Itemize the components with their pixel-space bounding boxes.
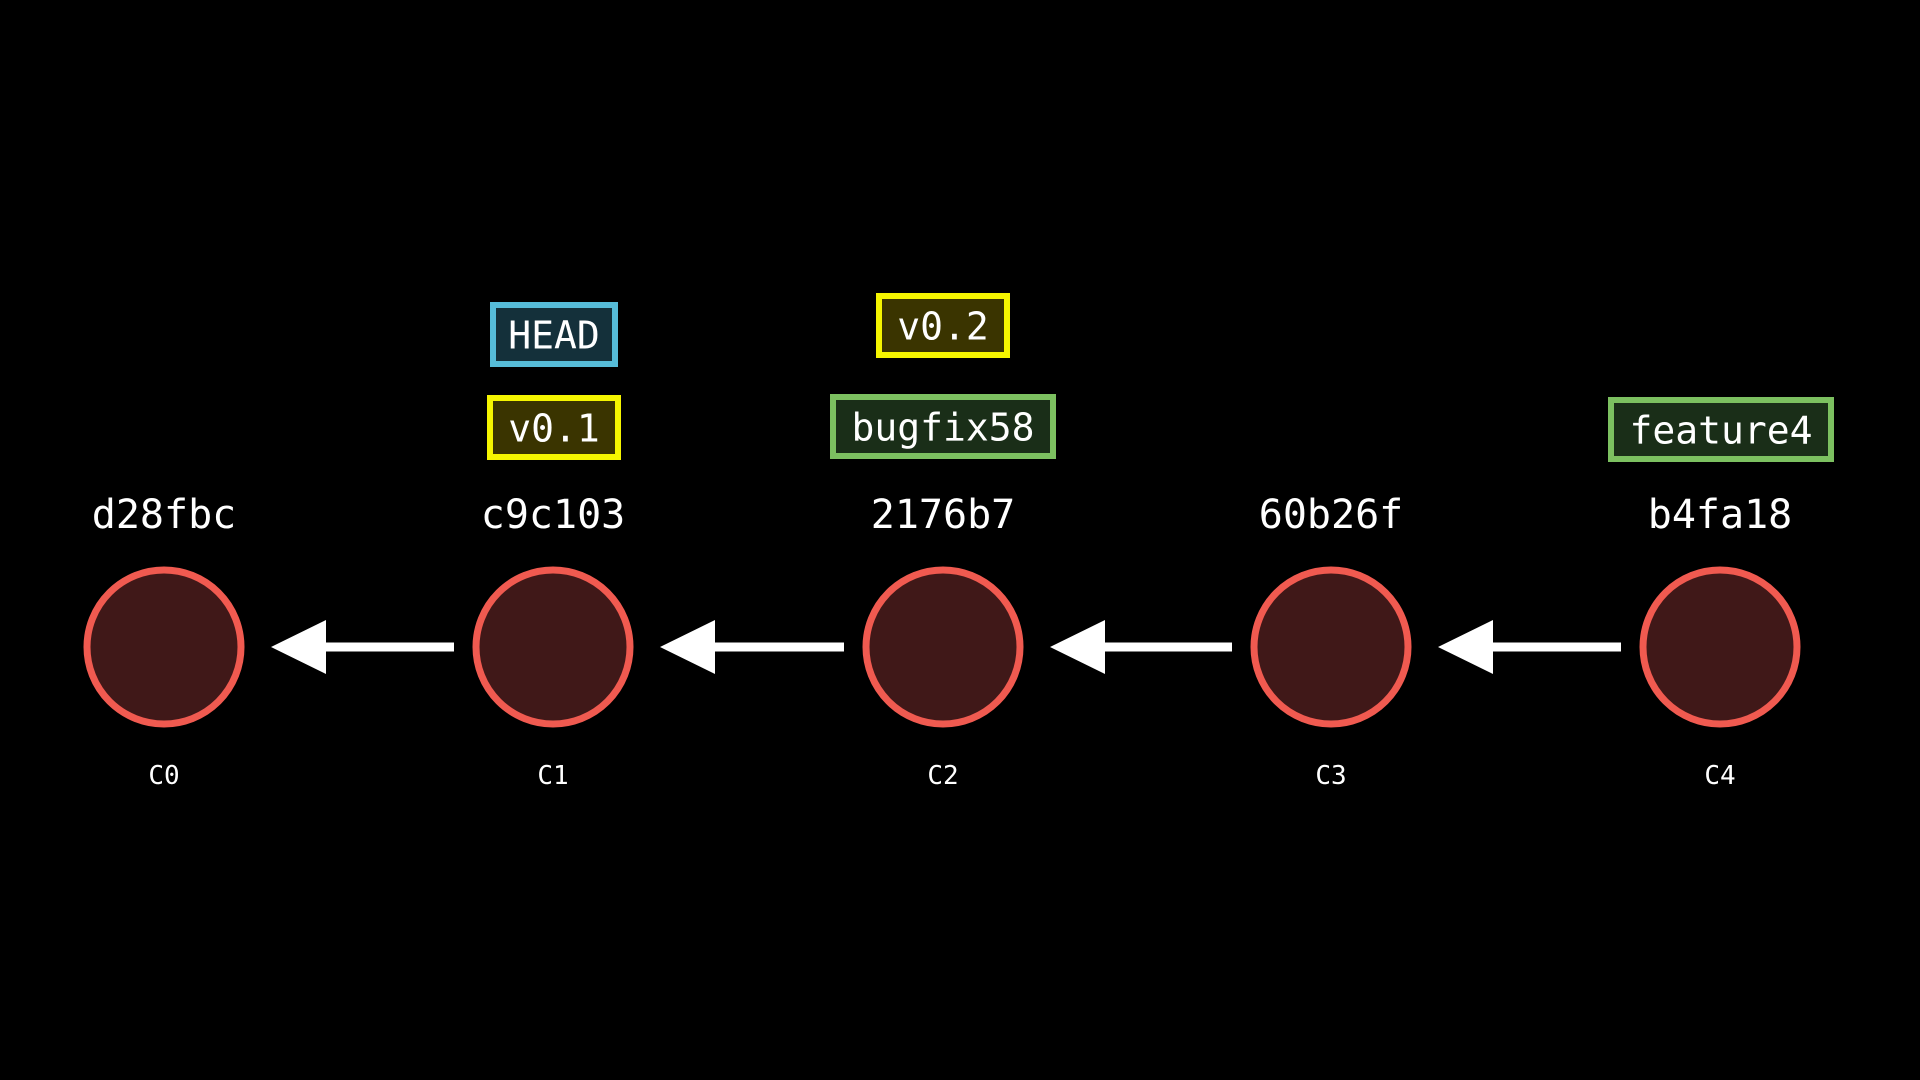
- ref-text: HEAD: [508, 314, 600, 358]
- tag-label-v02[interactable]: v0.2: [876, 293, 1010, 358]
- ref-text: feature4: [1629, 409, 1812, 453]
- commit-hash: d28fbc: [92, 492, 237, 538]
- ref-text: v0.1: [508, 407, 600, 451]
- ref-box: [1608, 397, 1834, 462]
- ref-box: [490, 302, 618, 367]
- ref-text: bugfix58: [851, 406, 1034, 450]
- commit-id: C4: [1704, 761, 1735, 791]
- branch-label-bugfix58[interactable]: bugfix58: [830, 394, 1056, 459]
- commit-id: C2: [927, 761, 958, 791]
- arrow-head: [271, 620, 326, 674]
- ref-text: v0.2: [897, 305, 989, 349]
- commit-id: C3: [1315, 761, 1346, 791]
- ref-box: [487, 395, 621, 460]
- tag-label-v01[interactable]: v0.1: [487, 395, 621, 460]
- commit-node[interactable]: [472, 566, 634, 728]
- commit-node[interactable]: [1250, 566, 1412, 728]
- commit-node[interactable]: [1639, 566, 1801, 728]
- parent-arrow: [660, 620, 844, 674]
- commit-hash: 2176b7: [871, 492, 1016, 538]
- commit-hash: c9c103: [481, 492, 626, 538]
- arrow-head: [660, 620, 715, 674]
- ref-box: [876, 293, 1010, 358]
- commit-id: C1: [537, 761, 568, 791]
- commit-hash: 60b26f: [1259, 492, 1404, 538]
- parent-arrow: [1438, 620, 1621, 674]
- head-label-head[interactable]: HEAD: [490, 302, 618, 367]
- commit-id: C0: [148, 761, 179, 791]
- commit-hash: b4fa18: [1648, 492, 1793, 538]
- commit-node[interactable]: [83, 566, 245, 728]
- arrow-head: [1438, 620, 1493, 674]
- arrow-head: [1050, 620, 1105, 674]
- parent-arrow: [1050, 620, 1232, 674]
- ref-box: [830, 394, 1056, 459]
- branch-label-feature4[interactable]: feature4: [1608, 397, 1834, 462]
- commit-node[interactable]: [862, 566, 1024, 728]
- parent-arrow: [271, 620, 454, 674]
